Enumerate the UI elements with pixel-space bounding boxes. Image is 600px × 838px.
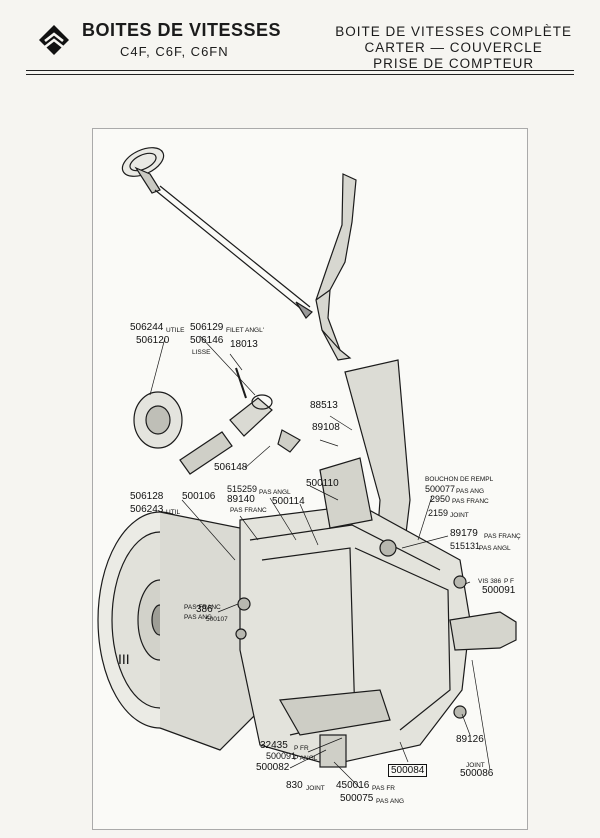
roman-numeral-mark: III — [118, 651, 130, 667]
part-500107: 500107 — [206, 616, 228, 623]
part-450016: 450016 — [336, 780, 370, 791]
part-515259: 515259 — [227, 484, 258, 494]
section-title-line1: BOITE DE VITESSES COMPLÈTE — [335, 24, 572, 39]
part-515131: 515131 — [450, 541, 481, 551]
part-500106: 500106 — [182, 491, 216, 502]
speedo-drive-parts — [133, 367, 301, 475]
note-pas-ang: PAS ANG — [456, 488, 485, 495]
note-pfr: P FR — [294, 745, 309, 752]
part-500091-b: 500091 — [266, 751, 297, 761]
note-pf: P F — [504, 578, 514, 585]
note-pas-ang-3: PAS ANG — [376, 798, 405, 805]
section-title-line3: PRISE DE COMPTEUR — [373, 56, 535, 71]
note-pas-angl-2: PAS ANGL — [479, 545, 511, 552]
note-pas-ang-2: PAS ANG — [184, 614, 213, 621]
note-filet-angl: FILET ANGL' — [226, 327, 264, 334]
part-88513: 88513 — [310, 400, 338, 411]
part-89179: 89179 — [450, 528, 478, 539]
models-subtitle: C4F, C6F, C6FN — [120, 44, 229, 59]
gear-lever — [121, 147, 313, 319]
section-title: BOITE DE VITESSES COMPLÈTE CARTER — COUV… — [335, 24, 572, 72]
part-506243: 506243 — [130, 504, 164, 515]
part-500086: 500086 — [460, 768, 494, 779]
part-89140: 89140 — [227, 494, 255, 505]
header-rule-bottom — [26, 74, 574, 75]
leader-lines — [149, 335, 491, 789]
part-500091: 500091 — [482, 585, 516, 596]
part-500075: 500075 — [340, 793, 374, 804]
part-89126: 89126 — [456, 734, 484, 745]
part-506120: 506120 — [136, 335, 170, 346]
part-2159: 2159 — [428, 508, 449, 518]
note-bouchon: BOUCHON DE REMPL — [425, 476, 494, 483]
part-506244: 506244 — [130, 322, 164, 333]
header-rule-top — [26, 70, 574, 71]
note-joint-2: JOINT — [466, 762, 485, 769]
part-500114: 500114 — [272, 496, 305, 507]
note-util: UTIL — [166, 509, 181, 516]
note-utile: UTILE — [166, 327, 185, 334]
part-386: 386 — [196, 604, 213, 615]
part-506146: 506146 — [190, 335, 224, 346]
note-joint: JOINT — [450, 512, 469, 519]
part-500077: 500077 — [425, 484, 456, 494]
part-500082: 500082 — [256, 762, 290, 773]
part-830: 830 — [286, 780, 303, 791]
part-18013: 18013 — [230, 339, 258, 350]
note-pangl: P ANGL — [294, 755, 318, 762]
part-506148: 506148 — [214, 462, 248, 473]
part-500110: 500110 — [306, 478, 339, 489]
note-pas-franc: PAS FRANC — [452, 498, 489, 505]
note-pas-franc-4: PAS FRANC — [184, 604, 221, 611]
note-vis-386: VIS 386 — [478, 578, 502, 585]
note-lisse: LISSE — [192, 349, 211, 356]
note-pas-angl: PAS ANGL — [259, 489, 291, 496]
note-pas-franc-2: PAS FRANC — [230, 507, 267, 514]
note-pas-franc-3: PAS FRANÇ — [484, 533, 521, 540]
part-2950: 2950 — [430, 494, 451, 504]
part-89108: 89108 — [312, 422, 340, 433]
note-pas-fr: PAS FR — [372, 785, 395, 792]
part-506128: 506128 — [130, 491, 164, 502]
part-500084: 500084 — [388, 764, 428, 777]
gearbox-case — [235, 457, 517, 768]
citroen-logo — [39, 25, 69, 55]
part-506129: 506129 — [190, 322, 224, 333]
header: BOITES DE VITESSES C4F, C6F, C6FN BOITE … — [0, 0, 600, 78]
part-32435: 32435 — [260, 740, 288, 751]
section-title-line2: CARTER — COUVERCLE — [364, 40, 543, 55]
note-joint-3: JOINT — [306, 785, 325, 792]
page-title: BOITES DE VITESSES — [82, 20, 282, 40]
